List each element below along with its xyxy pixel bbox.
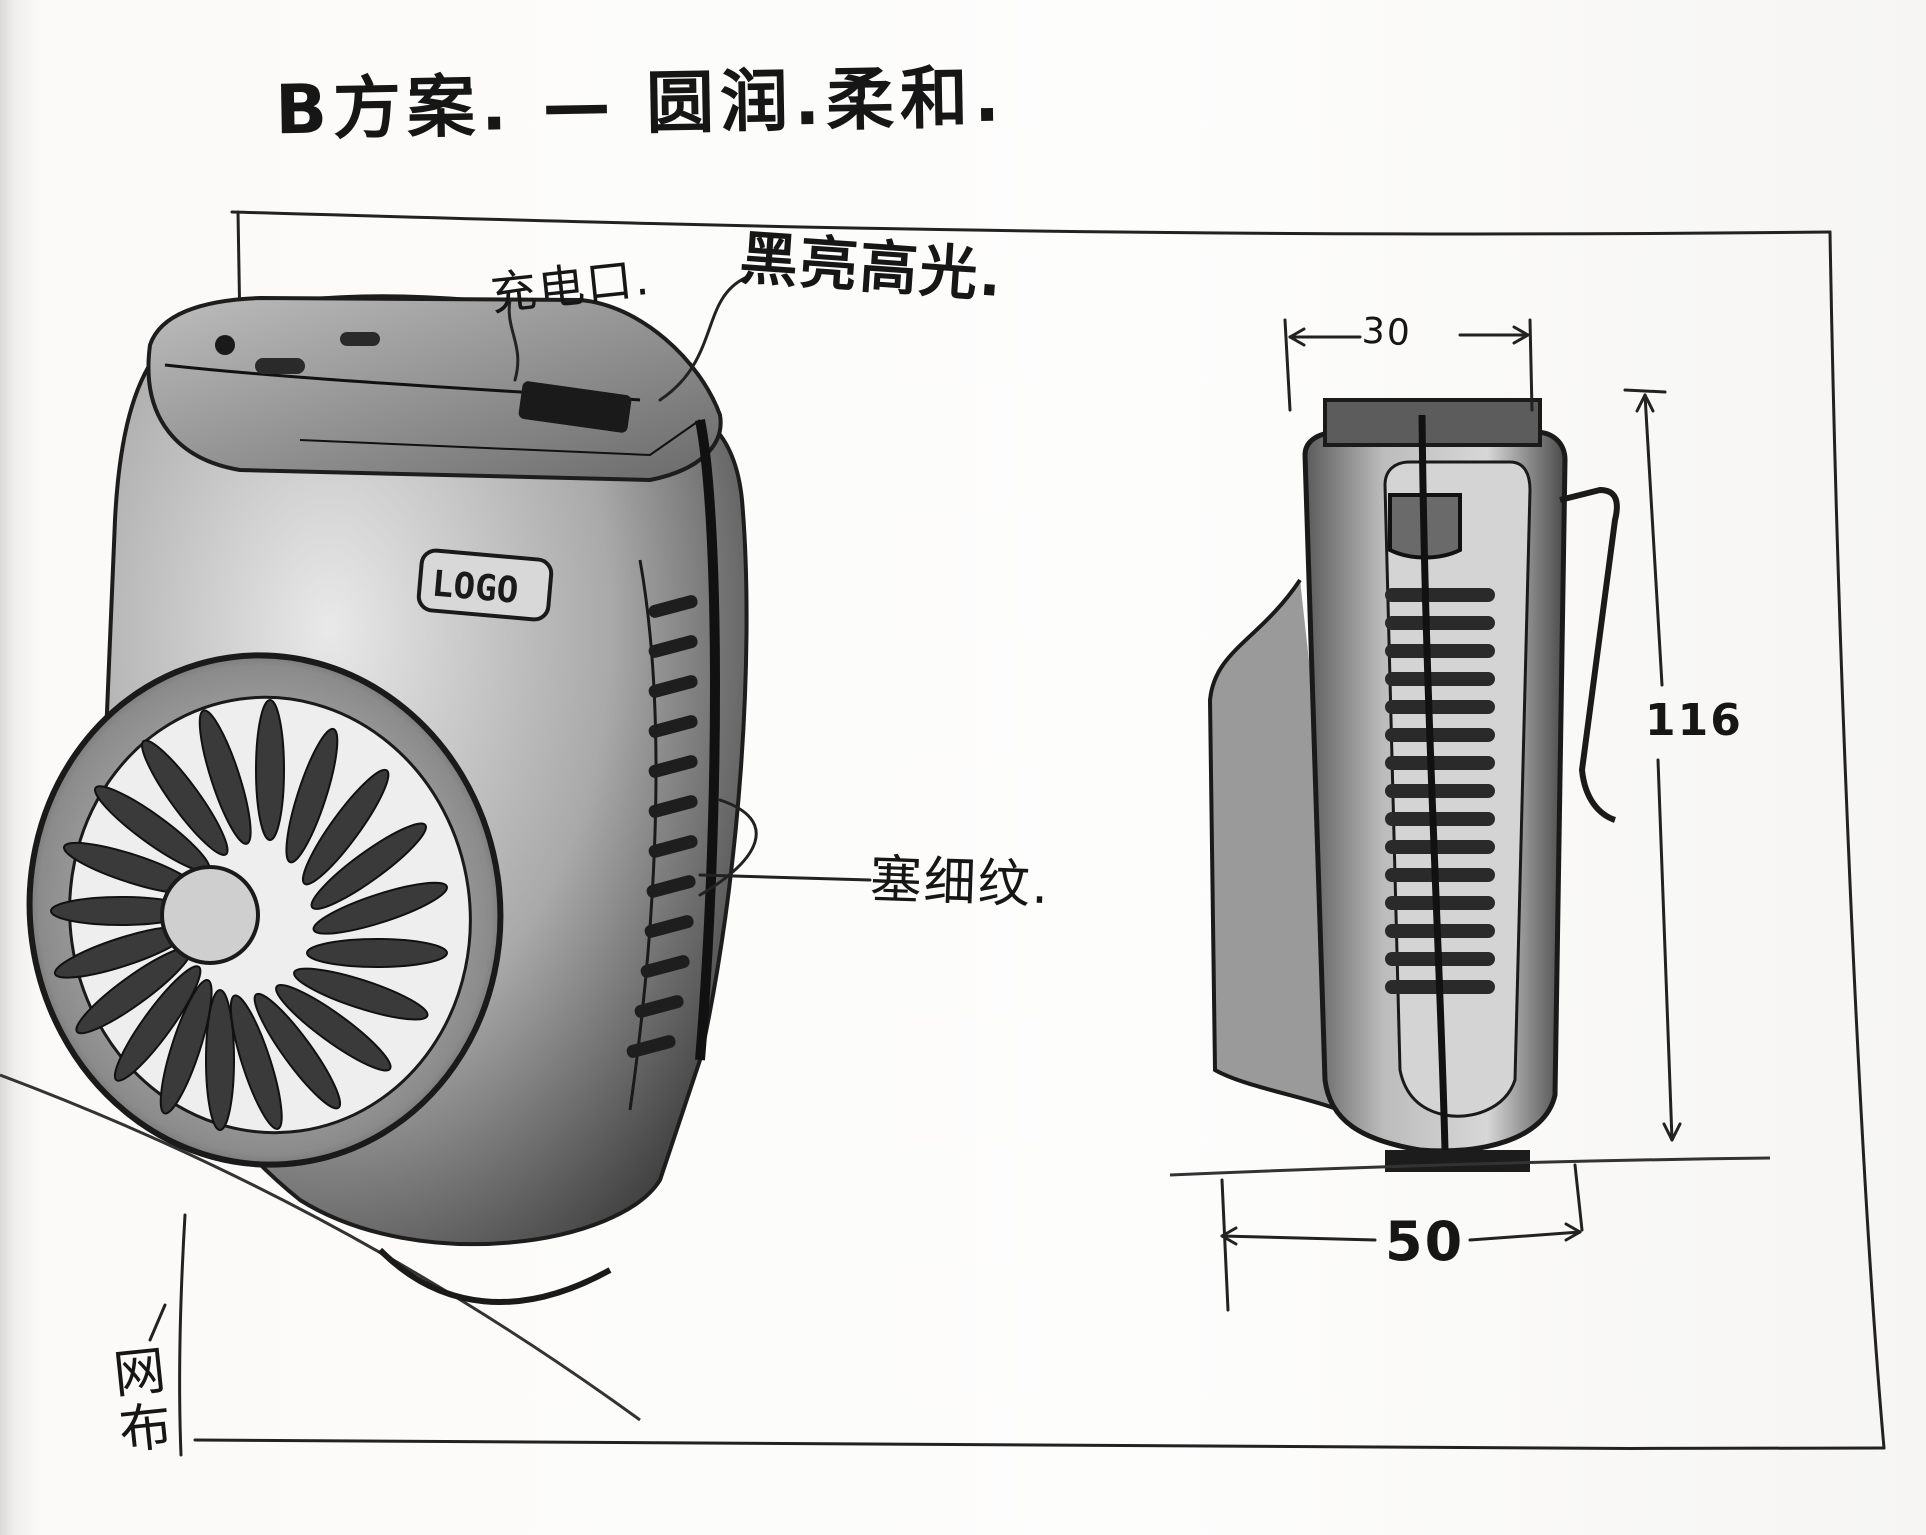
dimension-height: 116	[1645, 695, 1743, 746]
side-foot	[1385, 1150, 1530, 1172]
leader-lines	[148, 276, 872, 1342]
fan-hub	[160, 865, 260, 965]
dimension-top-width: 30	[1360, 310, 1413, 355]
logo-text: LOGO	[430, 563, 520, 611]
perspective-view: LOGO	[26, 294, 749, 1305]
dimension-lines	[1220, 318, 1682, 1312]
top-indicator	[215, 335, 235, 355]
side-view	[1169, 398, 1771, 1177]
sketch-title: B方案. — 圆润.柔和.	[274, 58, 1007, 151]
top-button-2	[340, 332, 380, 346]
base-foot	[377, 1247, 612, 1305]
glossy-side-strip	[695, 419, 720, 1061]
dimension-bottom-width: 50	[1385, 1210, 1465, 1273]
side-vent-slots	[626, 595, 698, 1058]
annotation-texture: 塞细纹.	[868, 849, 1052, 917]
top-button-1	[255, 358, 305, 374]
side-belt-clip	[1559, 486, 1620, 823]
side-center-line	[1418, 414, 1449, 1151]
annotation-mesh-cover: 网布	[101, 1342, 173, 1460]
logo-badge	[416, 548, 554, 622]
fan-blades	[50, 699, 448, 1131]
ground-line	[0, 1073, 641, 1422]
side-top-cap	[1323, 398, 1542, 447]
top-lid	[146, 295, 723, 483]
charging-port	[518, 381, 632, 433]
